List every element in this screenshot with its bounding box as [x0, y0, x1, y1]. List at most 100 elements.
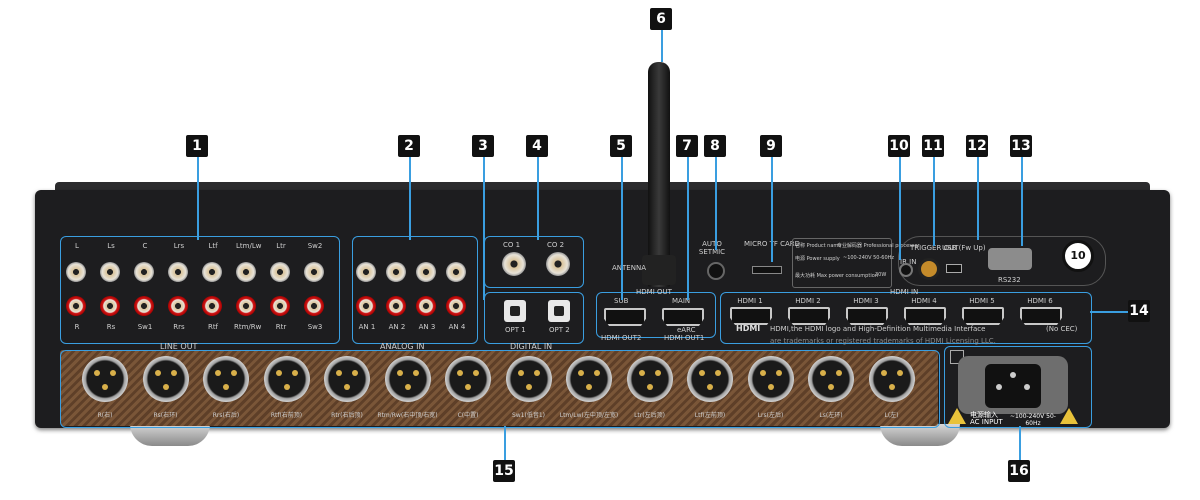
line-out-jack-white[interactable] [202, 262, 222, 282]
xlr-output-connector[interactable] [445, 356, 491, 402]
xlr-pin [283, 384, 290, 390]
xlr-output-label: Rrs(右后) [212, 412, 240, 419]
hdmi-out1-port[interactable] [662, 308, 704, 326]
coax-1-jack[interactable] [502, 252, 526, 276]
analog-in-jack-red[interactable] [416, 296, 436, 316]
rs232-port[interactable] [988, 248, 1032, 270]
line-out-jack-red[interactable] [270, 296, 290, 316]
hdmi-in-port[interactable] [962, 307, 1004, 325]
analog-in-label: AN 3 [418, 323, 436, 331]
xlr-output-connector[interactable] [626, 356, 673, 402]
callout-8: 8 [704, 135, 726, 157]
callout-14-leader [1090, 311, 1128, 313]
callout-15: 15 [493, 460, 515, 482]
hdmi-in-port[interactable] [904, 307, 946, 325]
line-out-top-label: C [142, 242, 148, 250]
ir-in-jack[interactable] [899, 263, 913, 277]
mic-jack[interactable] [707, 262, 725, 280]
analog-in-jack-red[interactable] [386, 296, 406, 316]
line-out-jack-red[interactable] [236, 296, 256, 316]
xlr-output-connector[interactable] [808, 356, 854, 402]
xlr-pin [336, 370, 342, 376]
product-name-label: 名称 Product name [795, 243, 842, 249]
line-out-jack-white[interactable] [168, 262, 188, 282]
line-out-bottom-label: Sw3 [307, 323, 323, 331]
ac-inlet-socket[interactable] [985, 364, 1041, 408]
xlr-pin [699, 370, 705, 376]
rs232-label: RS232 [998, 276, 1021, 284]
antenna[interactable] [648, 62, 670, 287]
line-out-jack-red[interactable] [100, 296, 120, 316]
line-out-jack-white[interactable] [134, 262, 154, 282]
hdmi-in-port-label: HDMI 2 [795, 297, 821, 305]
line-out-jack-red[interactable] [304, 296, 324, 316]
callout-leader-line [1021, 157, 1023, 246]
xlr-pin [154, 370, 161, 376]
xlr-pin [412, 370, 419, 376]
xlr-output-connector[interactable] [505, 356, 552, 402]
analog-in-jack-white[interactable] [416, 262, 436, 282]
microsd-slot[interactable] [752, 266, 782, 274]
usb-port[interactable] [946, 264, 962, 273]
hdmi-in-port[interactable] [1020, 307, 1062, 325]
line-out-jack-white[interactable] [100, 262, 120, 282]
analog-in-jack-red[interactable] [356, 296, 376, 316]
line-out-jack-red[interactable] [168, 296, 188, 316]
earc-label: eARC [677, 326, 696, 334]
warning-left-icon [948, 408, 966, 424]
xlr-output-label: Rs(右环) [153, 412, 178, 419]
line-out-jack-red[interactable] [202, 296, 222, 316]
xlr-output-connector[interactable] [82, 356, 128, 402]
callout-leader-line [977, 157, 979, 240]
xlr-pin [586, 384, 592, 390]
analog-in-title: ANALOG IN [380, 342, 425, 351]
analog-in-jack-white[interactable] [356, 262, 376, 282]
callout-leader-line [537, 157, 539, 240]
xlr-pin [533, 370, 540, 376]
hdmi-no-cec-label: (No CEC) [1046, 325, 1078, 333]
line-out-bottom-label: Rs [106, 323, 116, 331]
optical-2-port[interactable] [548, 300, 570, 322]
trigger-jack[interactable] [918, 258, 940, 280]
hdmi-in-port[interactable] [846, 307, 888, 325]
analog-in-jack-white[interactable] [446, 262, 466, 282]
xlr-output-label: Rtm/Rw(右中顶/右宽) [377, 412, 438, 419]
usb-label: USB (Fw Up) [942, 244, 986, 252]
hdmi-trademark-line1: HDMI,the HDMI logo and High-Definition M… [770, 325, 986, 333]
xlr-output-connector[interactable] [868, 356, 915, 402]
line-out-jack-white[interactable] [304, 262, 324, 282]
xlr-pin [170, 370, 177, 376]
callout-7: 7 [676, 135, 698, 157]
line-out-jack-red[interactable] [66, 296, 86, 316]
optical-1-port[interactable] [504, 300, 526, 322]
xlr-output-connector[interactable] [142, 356, 189, 402]
hdmi-out2-label: HDMI OUT2 [601, 334, 642, 342]
line-out-jack-white[interactable] [66, 262, 86, 282]
optical-2-label: OPT 2 [549, 326, 570, 334]
xlr-output-connector[interactable] [263, 356, 310, 402]
line-out-jack-white[interactable] [270, 262, 290, 282]
line-out-jack-white[interactable] [236, 262, 256, 282]
analog-in-jack-white[interactable] [386, 262, 406, 282]
callout-9: 9 [760, 135, 782, 157]
hdmi-out1-label: HDMI OUT1 [664, 334, 705, 342]
callout-leader-line [771, 157, 773, 262]
xlr-output-connector[interactable] [384, 356, 431, 402]
digital-in-panel [484, 292, 584, 344]
hdmi-in-port[interactable] [730, 307, 772, 325]
analog-in-jack-red[interactable] [446, 296, 466, 316]
callout-leader-line [197, 157, 199, 240]
xlr-output-connector[interactable] [203, 356, 249, 402]
hdmi-in-port[interactable] [788, 307, 830, 325]
max-power-label: 最大功耗 Max power consumption [795, 273, 878, 279]
analog-in-label: AN 1 [358, 323, 376, 331]
hdmi-out2-port[interactable] [604, 308, 646, 326]
xlr-output-connector[interactable] [687, 356, 733, 402]
xlr-output-connector[interactable] [747, 356, 794, 402]
xlr-pin [525, 384, 532, 390]
line-out-jack-red[interactable] [134, 296, 154, 316]
callout-1: 1 [186, 135, 208, 157]
xlr-output-connector[interactable] [324, 356, 370, 402]
xlr-output-connector[interactable] [566, 356, 612, 402]
coax-2-jack[interactable] [546, 252, 570, 276]
